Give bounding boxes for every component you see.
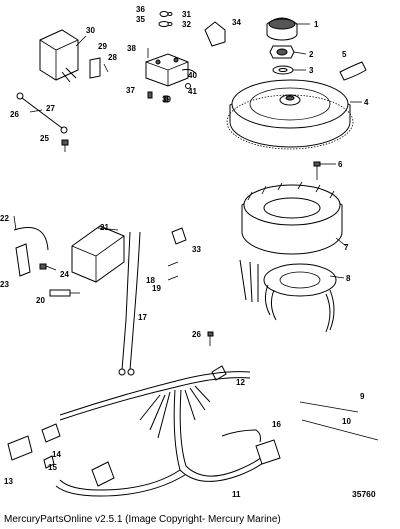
flywheel-screw xyxy=(313,161,321,180)
callout-27: 27 xyxy=(46,104,55,113)
callout-26: 26 xyxy=(10,110,19,119)
flywheel-key xyxy=(339,61,367,81)
stator xyxy=(241,181,343,255)
callout-38: 38 xyxy=(127,44,136,53)
screw-24 xyxy=(39,263,57,271)
ground-lead xyxy=(16,92,68,134)
callout-33: 33 xyxy=(192,245,201,254)
callout-32: 32 xyxy=(182,20,191,29)
callout-16: 16 xyxy=(272,420,281,429)
bracket-29 xyxy=(89,57,101,79)
nut-36 xyxy=(159,11,169,17)
flywheel-nut xyxy=(269,45,295,59)
callout-39: 39 xyxy=(162,95,171,104)
callout-13: 13 xyxy=(4,477,13,486)
callout-37: 37 xyxy=(126,86,135,95)
clamp-34 xyxy=(204,21,226,47)
callout-5: 5 xyxy=(342,50,347,59)
callout-30: 30 xyxy=(86,26,95,35)
callout-22: 22 xyxy=(0,214,9,223)
screw-25 xyxy=(61,139,69,152)
callout-10: 10 xyxy=(342,417,351,426)
wiring-harness xyxy=(55,371,281,497)
boot-33 xyxy=(171,227,187,245)
callout-23: 23 xyxy=(0,280,9,289)
spark-plug-lead xyxy=(13,227,49,277)
callout-3: 3 xyxy=(309,66,314,75)
nut-41 xyxy=(185,83,191,89)
terminal-37 xyxy=(147,91,153,99)
washer-31 xyxy=(167,12,173,16)
callout-25: 25 xyxy=(40,134,49,143)
callout-18: 18 xyxy=(146,276,155,285)
washer-32 xyxy=(167,22,173,26)
screw-18 xyxy=(167,261,179,267)
clamp-16 xyxy=(221,429,261,443)
callout-17: 17 xyxy=(138,313,147,322)
trigger xyxy=(239,259,337,333)
callout-36: 36 xyxy=(136,5,145,14)
callout-4: 4 xyxy=(364,98,369,107)
callout-34: 34 xyxy=(232,18,241,27)
copyright-footer: MercuryPartsOnline v2.5.1 (Image Copyrig… xyxy=(4,514,281,525)
screw-28 xyxy=(103,63,109,73)
screw-26b xyxy=(207,331,214,346)
lead-40 xyxy=(181,69,197,75)
callout-24: 24 xyxy=(60,270,69,279)
switch-box xyxy=(39,29,79,83)
callout-31: 31 xyxy=(182,10,191,19)
callout-26b: 26 xyxy=(192,330,201,339)
flywheel-cap xyxy=(266,17,298,41)
ignition-coil xyxy=(71,225,125,283)
figure-number: 35760 xyxy=(352,489,376,499)
connector-14 xyxy=(41,423,61,443)
callout-19: 19 xyxy=(152,284,161,293)
spark-plug xyxy=(49,289,80,297)
flywheel xyxy=(226,79,354,150)
callout-12: 12 xyxy=(236,378,245,387)
callout-29: 29 xyxy=(98,42,107,51)
callout-20: 20 xyxy=(36,296,45,305)
callout-8: 8 xyxy=(346,274,351,283)
callout-40: 40 xyxy=(188,71,197,80)
flywheel-washer xyxy=(272,65,294,75)
callout-21: 21 xyxy=(100,223,109,232)
callout-14: 14 xyxy=(52,450,61,459)
battery-cables xyxy=(118,231,141,376)
clip-15 xyxy=(43,455,55,469)
callout-1: 1 xyxy=(314,20,319,29)
callout-28: 28 xyxy=(108,53,117,62)
connector-13 xyxy=(7,435,33,461)
callout-labels: 1 2 3 4 5 6 7 8 9 10 11 12 13 14 15 16 1… xyxy=(0,5,369,499)
terminal-39 xyxy=(163,95,169,103)
screw-19 xyxy=(167,275,179,281)
callout-35: 35 xyxy=(136,15,145,24)
callout-6: 6 xyxy=(338,160,343,169)
callout-7: 7 xyxy=(344,243,349,252)
tie-strap-10 xyxy=(301,419,379,441)
callout-9: 9 xyxy=(360,392,365,401)
callout-2: 2 xyxy=(309,50,314,59)
callout-41: 41 xyxy=(188,87,197,96)
callout-11: 11 xyxy=(232,490,241,499)
starter-solenoid xyxy=(145,48,189,87)
callout-15: 15 xyxy=(48,463,57,472)
tie-strap-9 xyxy=(299,401,359,413)
callout-leaders xyxy=(13,23,362,279)
